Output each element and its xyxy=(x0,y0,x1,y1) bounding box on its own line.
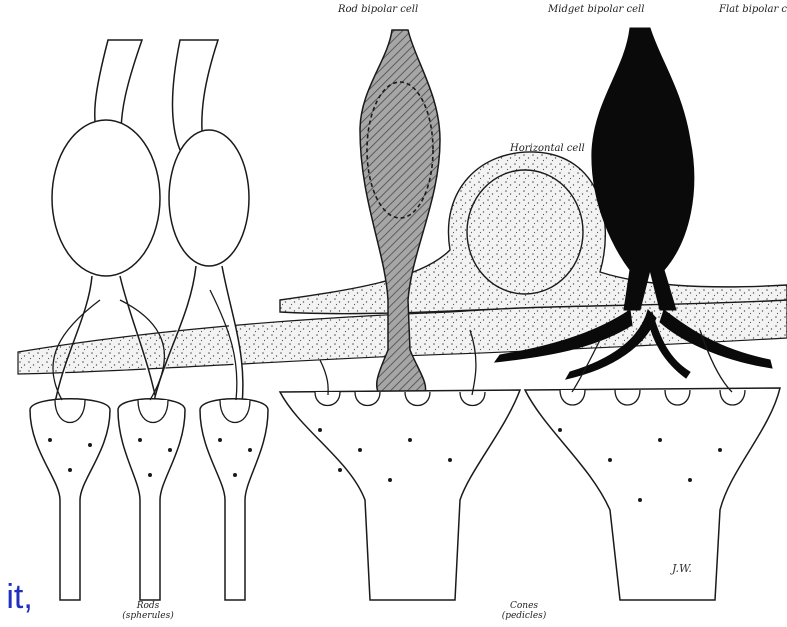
label-cones: Cones (pedicles) xyxy=(494,601,554,621)
label-cones-sub: (pedicles) xyxy=(494,611,554,621)
cone-pedicles xyxy=(280,388,780,600)
label-rods: Rods (spherules) xyxy=(118,601,178,621)
label-rods-sub: (spherules) xyxy=(118,611,178,621)
label-rod-bipolar: Rod bipolar cell xyxy=(338,4,418,15)
label-flat-bipolar: Flat bipolar cell xyxy=(719,4,787,15)
slide-caption-fragment: e it, xyxy=(0,578,33,617)
label-horizontal-cell: Horizontal cell xyxy=(510,143,585,154)
label-cones-title: Cones xyxy=(494,601,554,611)
horizontal-cell xyxy=(280,152,787,314)
label-midget-bipolar: Midget bipolar cell xyxy=(548,4,644,15)
artist-signature: J.W. xyxy=(672,562,692,575)
rod-spherules xyxy=(30,399,268,600)
label-rods-title: Rods xyxy=(118,601,178,611)
